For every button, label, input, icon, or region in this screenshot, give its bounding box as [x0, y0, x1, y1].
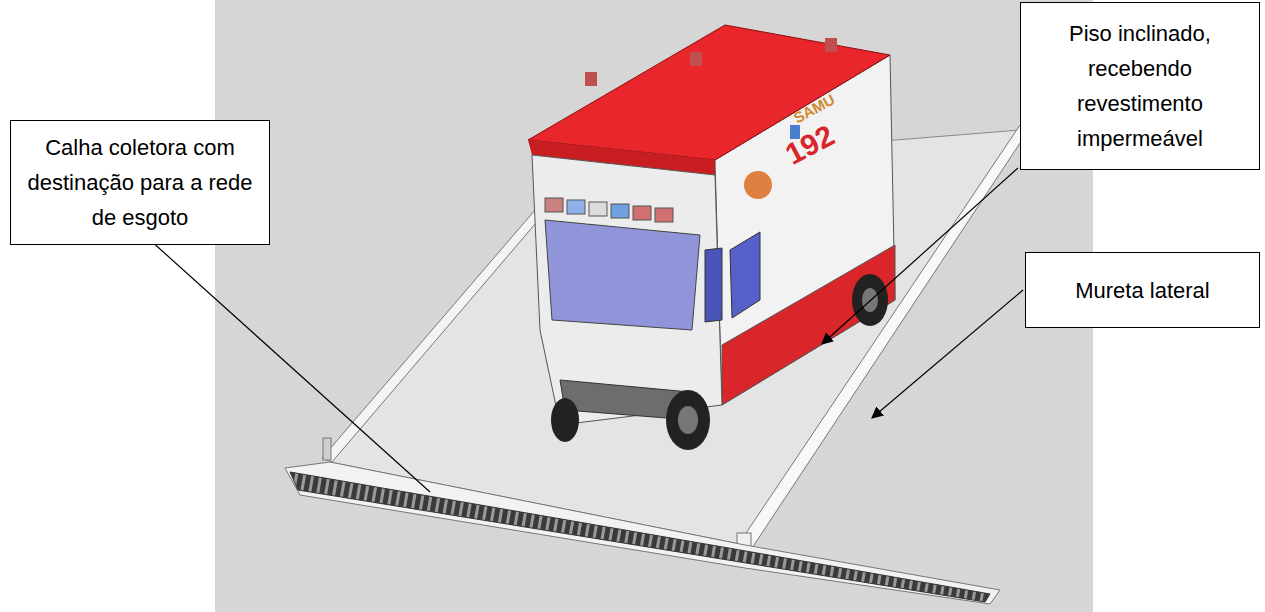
callout-text: Mureta lateral [1075, 273, 1210, 308]
sloped-floor-callout: Piso inclinado, recebendo revestimento i… [1020, 2, 1260, 170]
callout-text: Calha coletora com destinação para a red… [21, 130, 259, 235]
callout-text: Piso inclinado, recebendo revestimento i… [1031, 16, 1249, 156]
side-wall-callout: Mureta lateral [1025, 252, 1260, 328]
collector-gutter-callout: Calha coletora com destinação para a red… [10, 120, 270, 245]
